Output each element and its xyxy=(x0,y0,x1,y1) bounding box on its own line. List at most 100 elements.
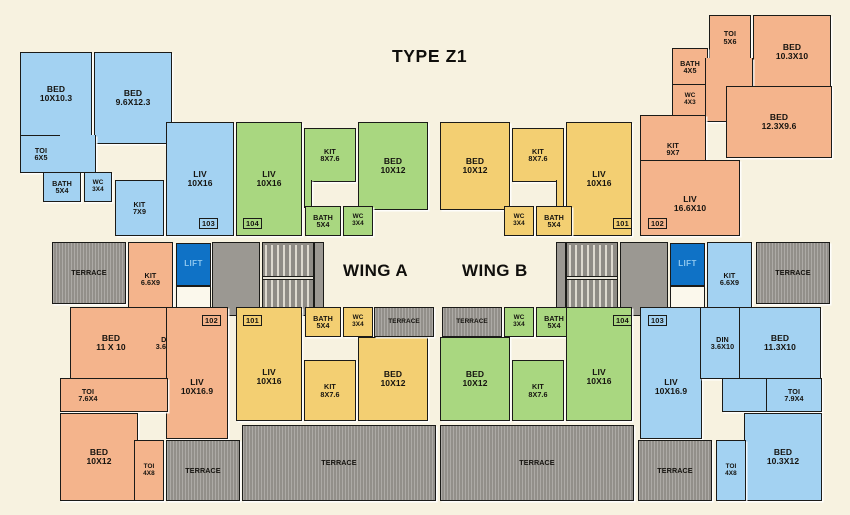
room-liv[interactable]: LIV 10X16 xyxy=(166,122,234,236)
room-name: BED xyxy=(782,42,802,53)
room-name: LIV xyxy=(683,194,697,205)
room-name: KIT xyxy=(532,146,544,156)
room-bed[interactable]: BED 10X12 xyxy=(440,122,510,210)
room-toi[interactable]: TOI 4X8 xyxy=(716,440,746,501)
room-dim: 5X6 xyxy=(723,36,737,46)
room-liv[interactable]: LIV 10X16 xyxy=(236,307,302,421)
room-name: LIV xyxy=(262,367,276,378)
room-name: WC xyxy=(352,314,364,322)
terrace[interactable]: TERRACE xyxy=(756,242,830,304)
room-wc[interactable]: WC 4X3 xyxy=(672,84,708,116)
room-bed[interactable]: BED 10.3X12 xyxy=(744,413,822,501)
terrace[interactable]: TERRACE xyxy=(440,425,634,501)
room-dim: 7X9 xyxy=(132,207,147,216)
terrace[interactable]: TERRACE xyxy=(242,425,436,501)
room-liv[interactable]: LIV 16.6X10 xyxy=(640,160,740,236)
room-wc[interactable]: WC 3X4 xyxy=(343,206,373,236)
room-kit[interactable]: KIT 8X7.6 xyxy=(512,360,564,421)
unit-badge-103[interactable]: 103 xyxy=(648,315,667,326)
room-dim: 8X7.6 xyxy=(320,389,340,399)
room-toi[interactable]: TOI 5X6 xyxy=(709,15,751,60)
room-wc[interactable]: WC 3X4 xyxy=(504,206,534,236)
room-bed[interactable]: BED 10X12 xyxy=(358,337,428,421)
room-dim: 11.3X10 xyxy=(764,342,796,352)
room-kit[interactable]: KIT 7X9 xyxy=(115,180,164,236)
terrace-label: TERRACE xyxy=(388,317,420,325)
room-bath[interactable]: BATH 5X4 xyxy=(305,307,341,337)
unit-badge-102[interactable]: 102 xyxy=(202,315,221,326)
room-name: TOI xyxy=(81,386,95,396)
unit-badge-104[interactable]: 104 xyxy=(613,315,632,326)
room-kit[interactable]: KIT 8X7.6 xyxy=(304,128,356,182)
room-wc[interactable]: WC 3X4 xyxy=(343,307,373,337)
room-bath[interactable]: BATH 5X4 xyxy=(305,206,341,236)
terrace[interactable]: TERRACE xyxy=(166,440,240,501)
room-name: BED xyxy=(383,369,403,380)
room-dim: 3X4 xyxy=(352,220,364,227)
room-dim: 10X12 xyxy=(380,165,406,175)
unit-badge-101[interactable]: 101 xyxy=(613,218,632,229)
room-toi[interactable]: TOI 6X5 xyxy=(20,135,62,173)
room-dim: 4X8 xyxy=(143,469,155,477)
room-liv[interactable]: LIV 10X16 xyxy=(236,122,302,236)
room-bed[interactable]: BED 12.3X9.6 xyxy=(726,86,832,158)
wing-b-label: WING B xyxy=(462,261,528,280)
room-liv[interactable]: LIV 10X16.9 xyxy=(640,307,702,439)
room-dim: 11 X 10 xyxy=(96,342,126,352)
staircase-left[interactable] xyxy=(262,242,314,316)
unit-badge-103[interactable]: 103 xyxy=(199,218,218,229)
room-name: BATH xyxy=(313,313,333,323)
room-bed[interactable]: BED 9.6X12.3 xyxy=(94,52,172,144)
room-dim: 10X12 xyxy=(462,165,488,175)
terrace-label: TERRACE xyxy=(456,317,488,325)
room-dim: 10X12 xyxy=(86,456,112,466)
room-wc[interactable]: WC 3X4 xyxy=(84,172,112,202)
room-wc[interactable]: WC 3X4 xyxy=(504,307,534,337)
room-bed[interactable]: BED 11.3X10 xyxy=(739,307,821,379)
terrace[interactable]: TERRACE xyxy=(442,307,502,337)
room-bed[interactable]: BED 11 X 10 xyxy=(70,307,152,379)
room-kit[interactable]: KIT 8X7.6 xyxy=(512,128,564,182)
lift-left[interactable]: LIFT xyxy=(176,243,211,286)
room-name: BATH xyxy=(52,178,72,188)
unit-badge-102[interactable]: 102 xyxy=(648,218,667,229)
room-bath[interactable]: BATH 5X4 xyxy=(536,206,572,236)
lift-right[interactable]: LIFT xyxy=(670,243,705,286)
room-liv[interactable]: LIV 10X16 xyxy=(566,122,632,236)
terrace[interactable]: TERRACE xyxy=(638,440,712,501)
room-bed[interactable]: BED 10X12 xyxy=(358,122,428,210)
room-dim: 6.6X9 xyxy=(719,278,740,287)
unit-badge-104[interactable]: 104 xyxy=(243,218,262,229)
room-dim: 3X4 xyxy=(513,220,525,227)
room-bed[interactable]: BED 10.3X10 xyxy=(753,15,831,89)
room-kit[interactable]: KIT 8X7.6 xyxy=(304,360,356,421)
unit-badge-101[interactable]: 101 xyxy=(243,315,262,326)
room-dim: 9X7 xyxy=(666,148,680,157)
unit-102b-connector xyxy=(112,378,168,412)
room-name: TOI xyxy=(725,462,737,470)
room-liv[interactable]: LIV 10X16.9 xyxy=(166,307,228,439)
room-bed[interactable]: BED 10X12 xyxy=(60,413,138,501)
room-name: LIV xyxy=(592,169,606,180)
room-din[interactable]: DIN 3.6X10 xyxy=(700,307,744,379)
room-toi[interactable]: TOI 7.9X4 xyxy=(766,378,822,412)
terrace-label: TERRACE xyxy=(519,458,555,468)
room-kit[interactable]: KIT 6.6X9 xyxy=(707,242,752,316)
room-toi[interactable]: TOI 7.6X4 xyxy=(60,378,116,412)
room-dim: 10.3X12 xyxy=(766,456,800,466)
room-kit[interactable]: KIT 6.6X9 xyxy=(128,242,173,316)
room-name: LIV xyxy=(592,367,606,378)
stair-landing xyxy=(567,276,617,280)
room-toi[interactable]: TOI 4X8 xyxy=(134,440,164,501)
room-name: WC xyxy=(352,213,364,221)
room-liv[interactable]: LIV 10X16 xyxy=(566,307,632,421)
room-bath[interactable]: BATH 4X5 xyxy=(672,48,708,86)
room-bath[interactable]: BATH 5X4 xyxy=(43,172,81,202)
room-bed[interactable]: BED 10X12 xyxy=(440,337,510,421)
room-name: WC xyxy=(513,213,525,221)
staircase-right[interactable] xyxy=(566,242,618,316)
room-dim: 8X7.6 xyxy=(528,389,548,399)
room-bed[interactable]: BED 10X10.3 xyxy=(20,52,92,136)
terrace[interactable]: TERRACE xyxy=(374,307,434,337)
terrace[interactable]: TERRACE xyxy=(52,242,126,304)
